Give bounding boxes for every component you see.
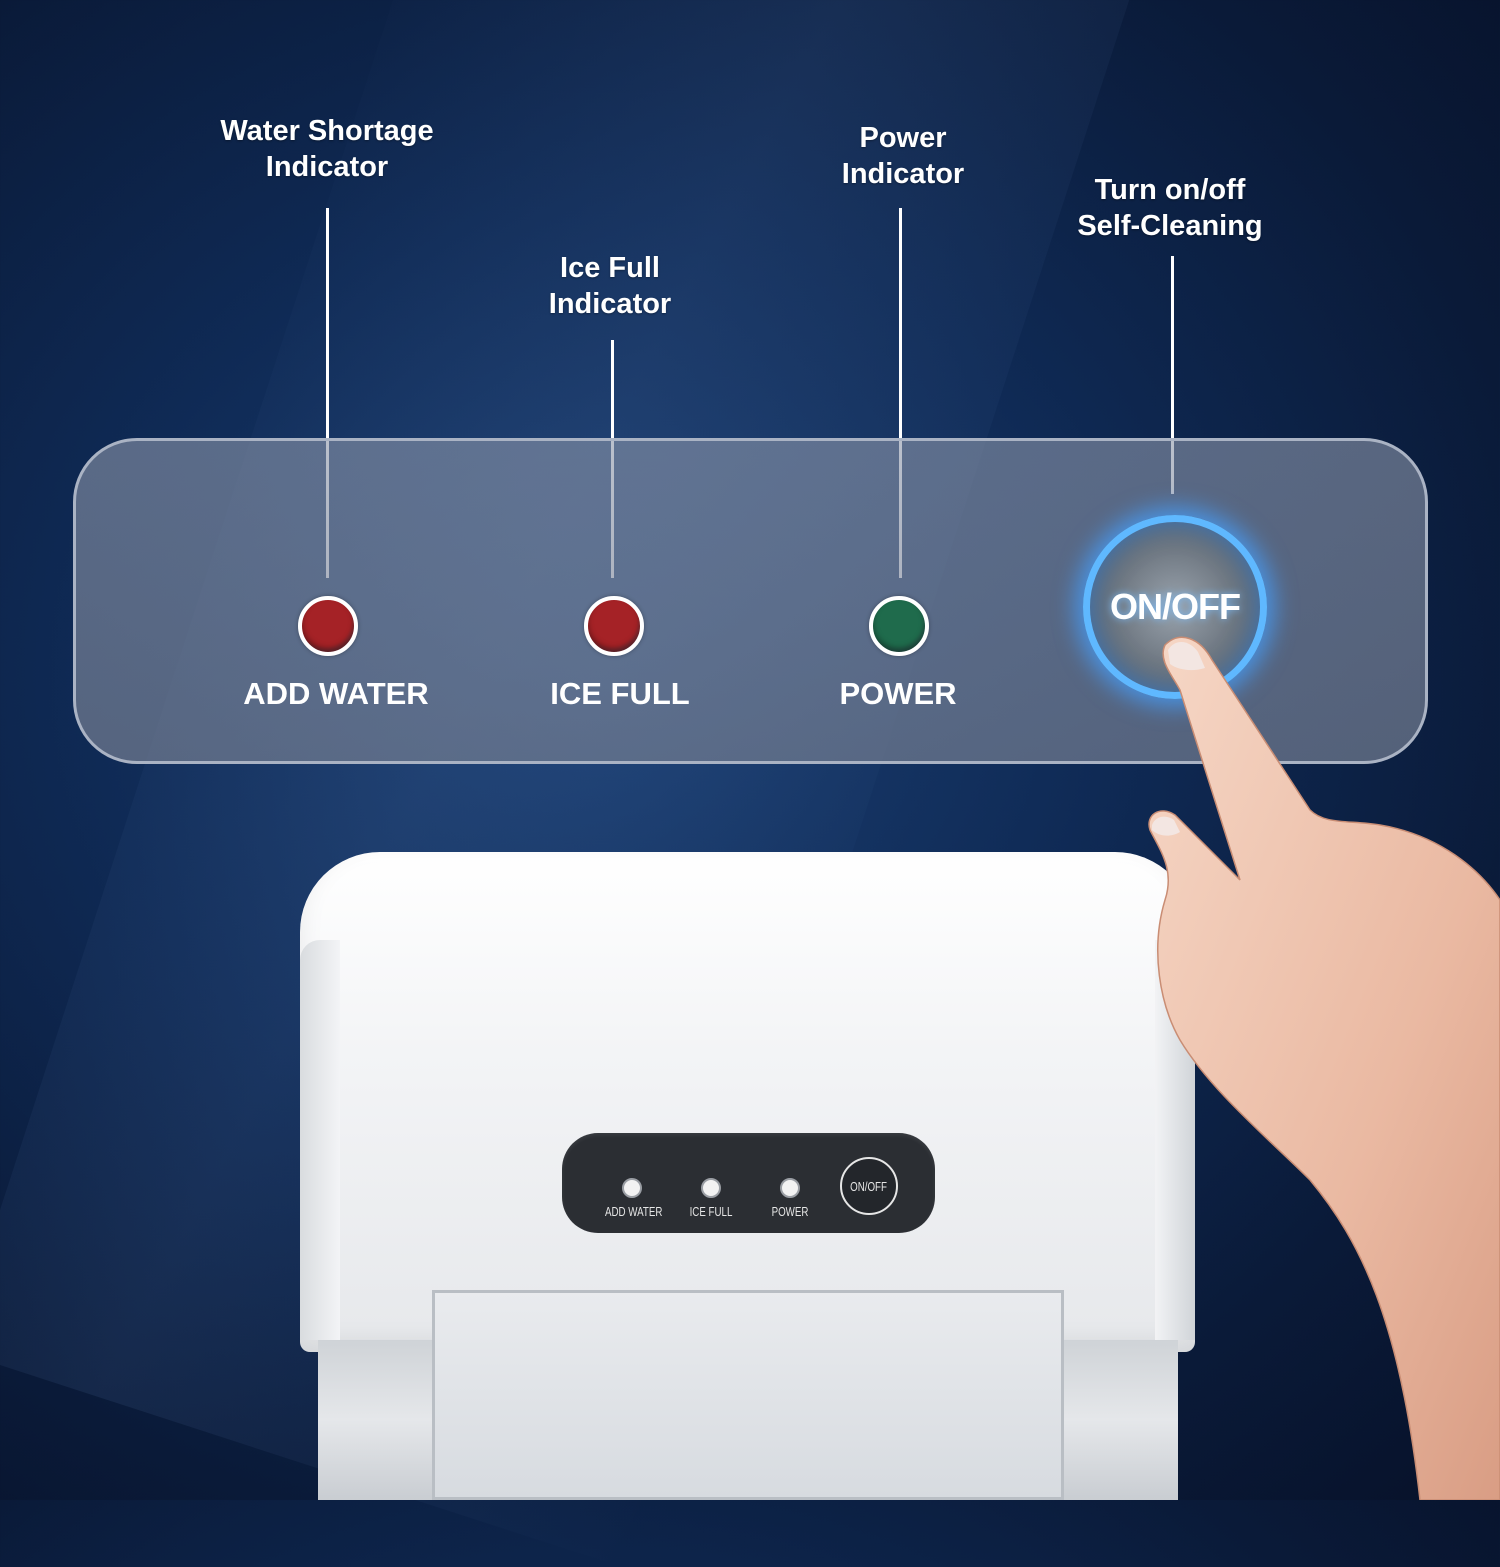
mini-power-label: POWER <box>771 1204 809 1219</box>
callout-turn-on-off-line1: Turn on/off <box>1094 174 1246 206</box>
mini-ice-full-led <box>701 1178 721 1198</box>
power-label: POWER <box>839 676 957 711</box>
callout-water-shortage-line2: Indicator <box>265 151 389 183</box>
add-water-label: ADD WATER <box>243 676 429 711</box>
callout-line-water-shortage <box>326 208 329 578</box>
callout-power: Power Indicator <box>818 120 988 192</box>
mini-power-led <box>780 1178 800 1198</box>
callout-ice-full-line1: Ice Full <box>560 252 660 284</box>
mini-onoff-label: ON/OFF <box>850 1178 888 1194</box>
callout-ice-full-line2: Indicator <box>548 288 672 320</box>
pointing-hand-icon <box>1148 636 1500 1500</box>
ice-maker-viewing-window <box>432 1290 1064 1500</box>
ice-full-label: ICE FULL <box>550 676 690 711</box>
callout-power-line2: Indicator <box>841 158 965 190</box>
fingernail-index <box>1168 641 1205 671</box>
callout-water-shortage: Water Shortage Indicator <box>212 113 442 185</box>
ice-full-indicator-led <box>584 596 644 656</box>
callout-power-line1: Power <box>859 122 947 154</box>
callout-line-power <box>899 208 902 578</box>
add-water-indicator-led <box>298 596 358 656</box>
onoff-button-label: ON/OFF <box>1110 586 1241 627</box>
ice-maker-top <box>300 852 1195 1352</box>
ice-maker-side-left <box>300 940 340 1340</box>
mini-ice-full-label: ICE FULL <box>689 1204 733 1219</box>
fingernail-thumb <box>1152 816 1180 836</box>
callout-line-turn-on-off <box>1171 256 1174 494</box>
mini-add-water-led <box>622 1178 642 1198</box>
mini-add-water-label: ADD WATER <box>605 1204 663 1219</box>
mini-onoff-button[interactable]: ON/OFF <box>840 1157 898 1215</box>
callout-turn-on-off-line2: Self-Cleaning <box>1077 210 1263 242</box>
callout-ice-full: Ice Full Indicator <box>525 250 695 322</box>
callout-turn-on-off: Turn on/off Self-Cleaning <box>1060 172 1280 244</box>
power-indicator-led <box>869 596 929 656</box>
callout-water-shortage-line1: Water Shortage <box>220 115 434 147</box>
onoff-button[interactable]: ON/OFF <box>1083 515 1267 699</box>
